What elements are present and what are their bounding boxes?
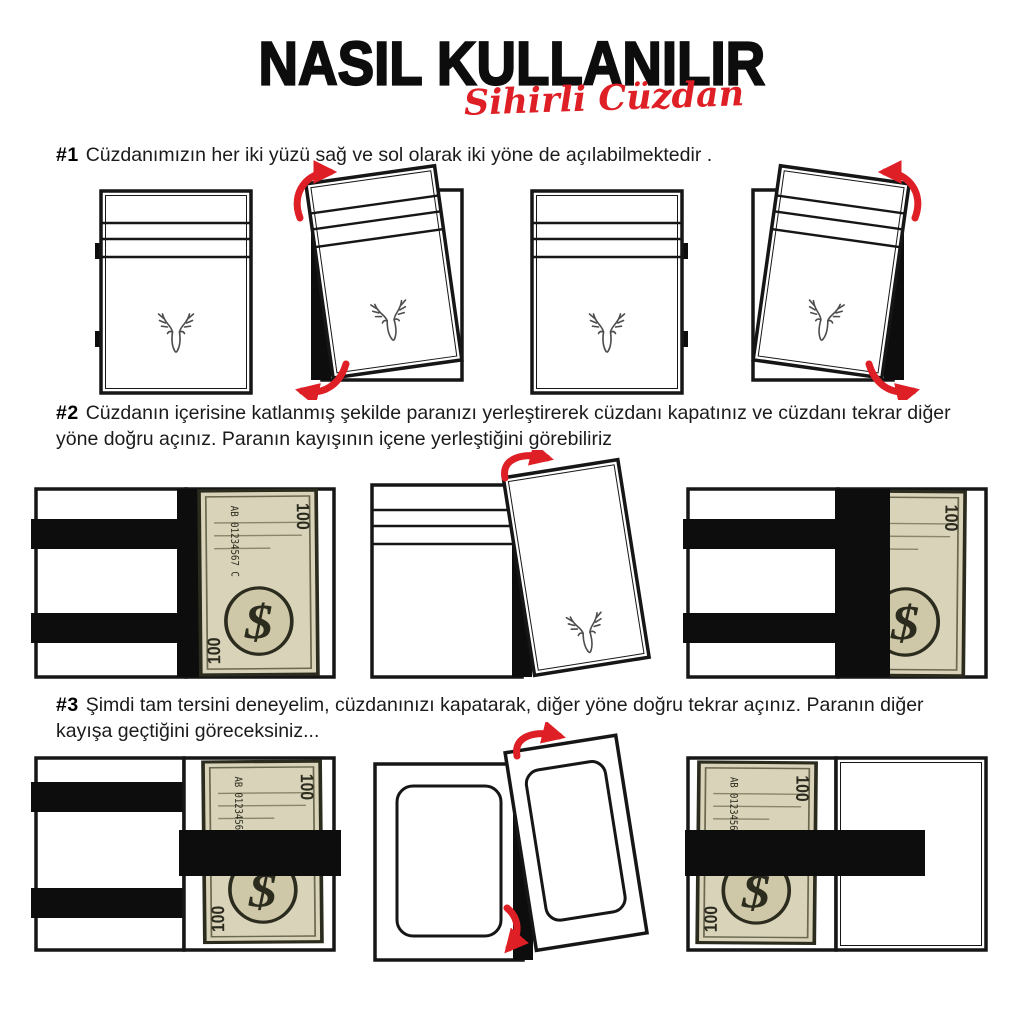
wallet-flip-page (751, 163, 912, 380)
elastic-strap-over-bill (685, 830, 925, 876)
red-arrow-icon (503, 904, 529, 954)
step-1-illustrations (0, 160, 1024, 400)
red-arrow-icon (501, 450, 554, 482)
elastic-strap (31, 888, 184, 918)
wallet-opening-right (751, 160, 922, 400)
wallet-open-money-right (31, 487, 336, 679)
wallet-opening-id-window (373, 722, 650, 962)
step-3-number: #3 (56, 694, 79, 716)
red-arrow-icon (295, 360, 350, 400)
wallet-body (99, 189, 253, 395)
red-arrow-icon (513, 722, 566, 760)
elastic-strap-over-bill (179, 830, 341, 876)
elastic-strap (31, 782, 184, 812)
id-window (524, 760, 627, 922)
card-slots (532, 221, 682, 259)
step-3-illustrations (0, 722, 1024, 970)
wallet-closed-front-right (530, 189, 688, 395)
wallet-flip-page (503, 733, 650, 953)
wallet-closed-front-left (95, 189, 253, 395)
card-slots (372, 508, 522, 546)
wallet-body (530, 189, 684, 395)
red-arrow-icon (865, 360, 920, 400)
step-1-number: #1 (56, 144, 79, 166)
wallet-open-money-strapped (683, 487, 988, 679)
elastic-strap-over-bill (835, 489, 890, 677)
wallet-closing-middle (370, 450, 652, 679)
id-window (395, 784, 503, 938)
elastic-strap (31, 613, 186, 643)
red-arrow-icon (877, 160, 922, 222)
header: NASIL KULLANILIR Sihirli Cüzdan (0, 29, 1024, 124)
elastic-strap (177, 489, 199, 677)
elastic-strap (31, 519, 186, 549)
red-arrow-icon (293, 160, 338, 222)
card-slots (101, 221, 251, 259)
wallet-flip-page (501, 457, 652, 678)
wallet-flip-page (303, 163, 464, 380)
step-2-number: #2 (56, 402, 79, 424)
step-2-illustrations (0, 450, 1024, 690)
wallet-back-panel (370, 483, 524, 679)
wallet-open-money-right-horizontal-strap (31, 756, 341, 952)
card-slots (309, 194, 444, 249)
wallet-opening-left (293, 160, 464, 400)
elastic-strap (683, 519, 838, 549)
wallet-left-panel (34, 487, 188, 679)
wallet-left-panel (686, 487, 840, 679)
page-title: NASIL KULLANILIR (258, 29, 767, 99)
money-bill (197, 488, 320, 677)
card-slots (771, 194, 906, 249)
wallet-open-money-left-strap (685, 756, 988, 952)
elastic-strap (683, 613, 838, 643)
